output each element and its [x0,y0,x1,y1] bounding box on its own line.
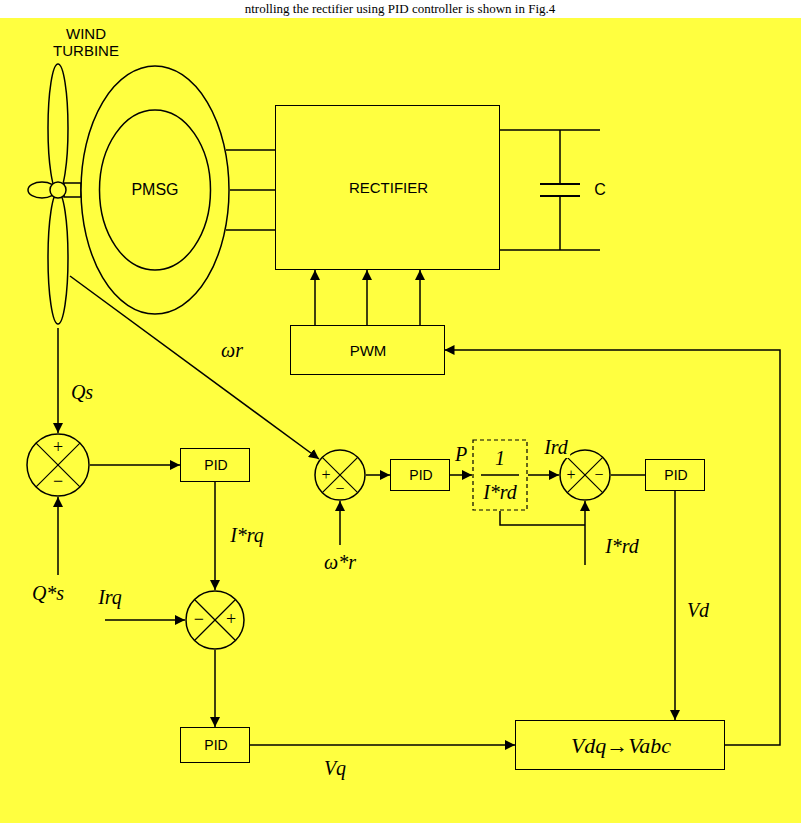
summing-junction: +− [26,433,90,497]
signal-lines [58,276,585,620]
caption-fragment: ntrolling the rectifier using PID contro… [243,2,558,16]
junction-cross [194,599,235,640]
capacitor-lead [559,196,561,250]
reference-input [57,497,59,575]
node-text: PWM [350,343,387,360]
signal-name: Q*s [30,582,66,604]
junction-cross [194,599,235,640]
node-text: Vdq→Vabc [571,734,671,758]
signal-connector [366,474,390,476]
phase-wire [226,229,275,231]
reference-link [500,511,585,525]
pid-block: PID [180,727,250,763]
signal-connector [230,189,275,191]
dc-bus [500,249,600,251]
sign-label: − [53,472,63,492]
signal-name: Vq [322,757,348,779]
signal-name: Irq [96,586,124,608]
sign-label: + [566,466,575,484]
signal-connector [90,464,180,466]
signal-connector [611,474,645,476]
capacitor-plate [540,183,580,185]
signal-connector [250,744,515,746]
turbine-label: WIND TURBINE [38,26,134,59]
signal-connector [450,474,472,476]
signal-name: P [453,443,469,465]
node-text: PID [664,468,687,483]
node-text: PID [204,738,227,753]
pid-block: PID [390,459,450,491]
junction-cross [567,457,602,492]
signal-connector [214,482,216,590]
page-strip [0,0,801,18]
pid-block: PID [645,459,705,491]
signal-name: ω*r [322,551,358,573]
sign-label: − [194,610,204,630]
node-text: 1 [495,447,505,469]
capacitor-lead [559,130,561,184]
reference-input [339,501,341,545]
capacitor-label: C [592,181,608,199]
speed-feedback [70,276,319,459]
node-text: RECTIFIER [349,180,428,197]
signal-connector [528,474,559,476]
sign-label: + [53,438,63,458]
junction-circle [186,591,244,649]
signal-connector [214,650,216,727]
rectifier-box: RECTIFIER [275,105,500,270]
junction-circle [27,434,89,496]
summing-junction: +− [314,449,366,501]
rotor-outline [100,110,211,270]
junction-circle [315,450,365,500]
signal-connector [674,491,676,720]
signal-name: Ird [542,436,570,458]
node-text: PMSG [131,181,178,199]
dashed-outline [473,440,527,510]
sign-label: + [226,610,236,630]
node-text: PID [409,468,432,483]
node-text: I*rd [483,481,517,503]
summing-junction: −+ [185,590,245,650]
signal-name: ωr [219,339,245,361]
generator-wires [226,150,275,230]
turbine-blade [48,192,68,324]
generator-ellipse: PMSG [80,65,230,315]
dc-link [500,130,600,250]
signal-name: Qs [69,381,95,403]
wind-turbine [28,64,81,324]
turbine-hub [50,182,66,198]
phase-wire [226,149,275,151]
transform-block: Vdq→Vabc [515,720,725,770]
sign-label: + [321,466,330,484]
reactive-power-feedback [57,328,59,433]
pwm-box: PWM [290,325,445,375]
stator-outline [81,66,229,314]
signal-name: Vd [685,599,711,621]
pid-block: PID [180,448,250,482]
current-feedback [105,619,185,621]
signal-connector [366,270,368,325]
divider-block: 1I*rd [472,439,528,511]
gate-signal [419,270,421,325]
pwm-signals [315,270,420,325]
turbine-blade [48,64,68,192]
junction-cross [567,457,602,492]
gate-signal [314,270,316,325]
signal-name: I*rd [603,535,641,557]
signal-name: I*rq [228,524,266,546]
sign-label: − [595,466,604,484]
signal-connector [445,350,781,745]
fraction-bar [481,474,519,476]
sign-label: − [335,480,344,498]
reference-input [584,501,586,565]
dc-bus [500,129,600,131]
node-text: PID [204,458,227,473]
